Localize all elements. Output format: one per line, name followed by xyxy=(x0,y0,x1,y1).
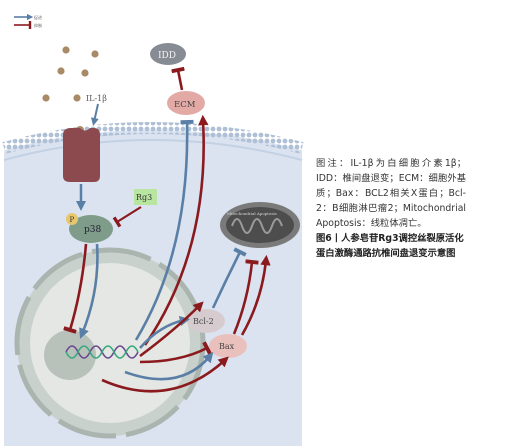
mitochondrion xyxy=(220,202,300,248)
dna-helix xyxy=(65,345,139,359)
phospho-label: P xyxy=(70,216,75,224)
phospho-node xyxy=(66,213,78,225)
idd-label: IDD xyxy=(158,51,176,61)
rg3-box xyxy=(134,189,157,205)
caption-note: 图注：IL-1β为白细胞介素1β；IDD：椎间盘退变；ECM：细胞外基质；Bax… xyxy=(316,158,466,229)
legend: 促进 抑制 xyxy=(14,13,42,29)
mito-label: Mitochondrial Apoptosis xyxy=(227,211,277,216)
bax-label: Bax xyxy=(219,342,235,351)
p38-label: p38 xyxy=(84,225,101,235)
caption-figure-title: 图6丨人参皂苷Rg3调控丝裂原活化蛋白激酶通路抗椎间盘退变示意图 xyxy=(316,233,464,259)
rg3-label: Rg3 xyxy=(136,193,152,202)
signaling-diagram: 促进 抑制 IL-1β p38 P Rg3 IDD ECM xyxy=(2,13,304,446)
bax-node xyxy=(209,334,247,358)
cell-membrane xyxy=(2,122,304,154)
il1b-molecules xyxy=(42,46,99,134)
bcl2-label: Bcl-2 xyxy=(193,317,214,326)
idd-node xyxy=(150,43,186,65)
legend-inhibit-label: 抑制 xyxy=(34,22,42,28)
ecm-label: ECM xyxy=(174,100,196,110)
figure-caption: 图注：IL-1β为白细胞介素1β；IDD：椎间盘退变；ECM：细胞外基质；Bax… xyxy=(316,156,466,261)
bcl2-node xyxy=(187,309,225,333)
p38-node xyxy=(69,215,113,243)
legend-promote-label: 促进 xyxy=(34,14,42,20)
il1-receptor xyxy=(63,128,100,182)
ecm-node xyxy=(167,91,205,115)
il1b-label: IL-1β xyxy=(86,94,107,103)
